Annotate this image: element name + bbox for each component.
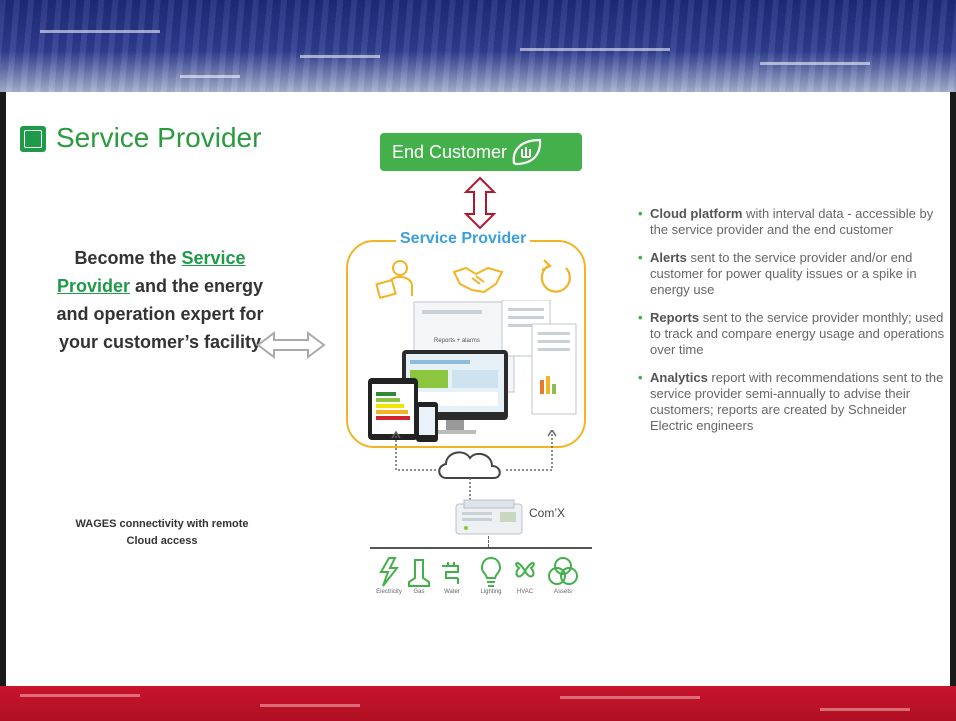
bullet-text: report with recommendations sent to the … [650, 370, 944, 433]
utility-label-hvac: HVAC [516, 589, 534, 595]
end-customer-label: End Customer [392, 141, 508, 162]
cloud-connection-diagram [391, 430, 557, 500]
handshake-icon [452, 266, 504, 294]
bullet-title: Reports [650, 310, 700, 325]
bus-line [370, 547, 592, 549]
user-tablet-icon [375, 260, 413, 300]
bus-drop [488, 536, 489, 547]
devices-reports-illustration: Reports + alarms [368, 300, 577, 442]
utility-label-lighting: Lighting [480, 589, 502, 595]
left-border [0, 92, 6, 686]
comx-label: Com’X [529, 506, 566, 520]
wages-note: WAGES connectivity with remote Cloud acc… [75, 518, 249, 547]
bullet-title: Analytics [650, 370, 708, 385]
utility-label-water: Water [444, 589, 460, 595]
service-provider-statement: Become the Service Provider and the ener… [40, 244, 280, 356]
lighting-icon [480, 556, 502, 587]
hvac-icon [515, 562, 535, 578]
service-provider-icon [20, 126, 46, 152]
electricity-icon [379, 557, 400, 587]
statement-suffix: and the energy and operation expert for … [56, 276, 264, 352]
gas-icon [408, 559, 430, 587]
bullet-text: sent to the service provider and/or end … [650, 250, 917, 297]
statement-prefix: Become the [74, 248, 182, 268]
bottom-banner [0, 686, 956, 721]
refresh-icon [540, 259, 571, 293]
bullet-title: Alerts [650, 250, 687, 265]
comx-device-icon [455, 499, 523, 535]
bullet-title: Cloud platform [650, 206, 743, 221]
bullet-reports: •Reports sent to the service provider mo… [638, 310, 945, 357]
reports-caption: Reports + alarms [434, 338, 480, 344]
water-icon [442, 562, 459, 584]
bullet-alerts: •Alerts sent to the service provider and… [638, 250, 917, 297]
assets-icon [548, 557, 578, 585]
bullet-cloud-platform: •Cloud platform with interval data - acc… [638, 206, 934, 237]
utility-label-gas: Gas [413, 589, 425, 595]
leaf-plug-icon [512, 138, 542, 166]
top-banner [0, 0, 956, 92]
page-title: Service Provider [56, 122, 262, 153]
utility-label-assets: Assets [553, 589, 572, 595]
service-provider-link[interactable]: Service Provider [56, 248, 246, 296]
end-customer-box: End Customer [380, 133, 582, 171]
utility-label-electricity: Electricity [376, 589, 402, 595]
bullet-analytics: •Analytics report with recommendations s… [638, 370, 944, 433]
right-border [950, 92, 956, 686]
horizontal-double-arrow-icon [256, 331, 326, 359]
vertical-double-arrow-icon [463, 176, 497, 230]
feature-bullet-list: •Cloud platform with interval data - acc… [638, 206, 948, 446]
service-provider-box-label: Service Provider [396, 230, 531, 248]
bullet-text: sent to the service provider monthly; us… [650, 310, 945, 357]
bullet-text: with interval data - accessible by the s… [650, 206, 934, 237]
